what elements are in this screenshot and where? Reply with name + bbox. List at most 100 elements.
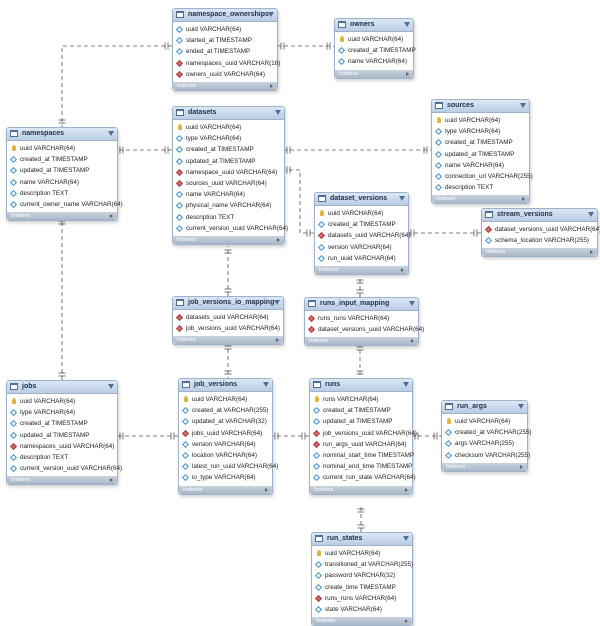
column-row[interactable]: created_at TIMESTAMP — [432, 137, 529, 148]
column-row[interactable]: updated_at VARCHAR(32) — [179, 416, 272, 427]
column-row[interactable]: version VARCHAR(64) — [179, 439, 272, 450]
column-row[interactable]: updated_at TIMESTAMP — [7, 430, 117, 441]
column-row[interactable]: runs VARCHAR(64) — [310, 394, 412, 405]
column-row[interactable]: uuid VARCHAR(64) — [315, 208, 408, 219]
table-header[interactable]: namespace_ownerships — [173, 9, 277, 22]
table-header[interactable]: run_states — [312, 533, 412, 546]
column-row[interactable]: checksum VARCHAR(255) — [442, 450, 530, 461]
column-row[interactable]: datasets_uuid VARCHAR(64) — [315, 230, 410, 241]
column-row[interactable]: type VARCHAR(64) — [7, 407, 117, 418]
table-job-versions-io-mapping[interactable]: job_versions_io_mapping datasets_uuid VAR… — [172, 296, 284, 346]
expand-arrow-icon[interactable] — [270, 83, 273, 88]
table-menu-chevron-icon[interactable] — [274, 300, 280, 305]
table-header[interactable]: job_versions — [179, 379, 272, 392]
column-row[interactable]: current_version_uuid VARCHAR(64) — [173, 223, 288, 234]
column-row[interactable]: args VARCHAR(255) — [442, 438, 527, 449]
column-row[interactable]: sources_uuid VARCHAR(64) — [173, 178, 284, 189]
indexes-bar[interactable]: Indexes — [442, 462, 527, 471]
column-row[interactable]: name VARCHAR(64) — [432, 160, 529, 171]
table-header[interactable]: dataset_versions — [315, 193, 408, 206]
column-row[interactable]: create_time TIMESTAMP — [312, 582, 412, 593]
table-header[interactable]: datasets — [173, 107, 284, 120]
table-header[interactable]: job_versions_io_mapping — [173, 297, 283, 310]
indexes-bar[interactable]: Indexes — [305, 337, 418, 346]
indexes-bar[interactable]: Indexes — [173, 235, 284, 244]
column-row[interactable]: type VARCHAR(64) — [432, 126, 529, 137]
indexes-bar[interactable]: Indexes — [7, 212, 117, 221]
column-row[interactable]: uuid VARCHAR(64) — [442, 416, 527, 427]
expand-arrow-icon[interactable] — [110, 214, 113, 219]
relationship-job-versions-io-mapping-to-job-versions[interactable] — [224, 342, 232, 378]
table-menu-chevron-icon[interactable] — [409, 301, 415, 306]
column-row[interactable]: state VARCHAR(64) — [312, 604, 412, 615]
column-row[interactable]: current_owner_name VARCHAR(64) — [7, 199, 123, 210]
table-menu-chevron-icon[interactable] — [275, 110, 281, 115]
column-row[interactable]: updated_at TIMESTAMP — [432, 149, 529, 160]
expand-arrow-icon[interactable] — [265, 487, 268, 492]
table-datasets[interactable]: datasets uuid VARCHAR(64)type VARCHAR(64)… — [172, 106, 288, 245]
column-row[interactable]: created_at TIMESTAMP — [7, 418, 117, 429]
column-row[interactable]: current_version_uuid VARCHAR(64) — [7, 463, 122, 474]
column-row[interactable]: current_run_state VARCHAR(64) — [310, 472, 416, 483]
column-row[interactable]: runs_runs VARCHAR(64) — [312, 593, 412, 604]
column-row[interactable]: password VARCHAR(32) — [312, 570, 412, 581]
expand-arrow-icon[interactable] — [406, 71, 409, 76]
indexes-bar[interactable]: Indexes — [179, 485, 272, 494]
column-row[interactable]: namespaces_uuid VARCHAR(64) — [7, 441, 117, 452]
table-menu-chevron-icon[interactable] — [403, 382, 409, 387]
indexes-bar[interactable]: Indexes — [312, 617, 412, 626]
column-row[interactable]: runs_runs VARCHAR(64) — [305, 313, 418, 324]
column-row[interactable]: datasets_uuid VARCHAR(64) — [173, 312, 283, 323]
column-row[interactable]: uuid VARCHAR(64) — [173, 122, 284, 133]
table-stream-versions[interactable]: stream_versions dataset_versions_uuid VAR… — [481, 208, 600, 258]
column-row[interactable]: job_versions_uuid VARCHAR(64) — [173, 323, 283, 334]
expand-arrow-icon[interactable] — [522, 197, 525, 202]
column-row[interactable]: nominal_start_time TIMESTAMP — [310, 450, 414, 461]
column-row[interactable]: uuid VARCHAR(64) — [179, 394, 272, 405]
indexes-bar[interactable]: Indexes — [335, 69, 413, 78]
table-menu-chevron-icon[interactable] — [108, 384, 114, 389]
column-row[interactable]: started_at TIMESTAMP — [173, 35, 277, 46]
column-row[interactable]: created_at TIMESTAMP — [335, 45, 416, 56]
column-row[interactable]: schema_location VARCHAR(255) — [482, 235, 597, 246]
column-row[interactable]: ended_at TIMESTAMP — [173, 46, 277, 57]
column-row[interactable]: created_at VARCHAR(255) — [179, 405, 272, 416]
relationship-job-versions-to-jobs[interactable] — [116, 432, 178, 440]
table-header[interactable]: runs — [310, 379, 412, 392]
column-row[interactable]: name VARCHAR(64) — [7, 177, 117, 188]
column-row[interactable]: type VARCHAR(64) — [173, 133, 284, 144]
column-row[interactable]: location VARCHAR(64) — [179, 450, 272, 461]
column-row[interactable]: uuid VARCHAR(64) — [7, 396, 117, 407]
table-header[interactable]: stream_versions — [482, 209, 597, 222]
table-header[interactable]: jobs — [7, 381, 117, 394]
table-menu-chevron-icon[interactable] — [588, 212, 594, 217]
column-row[interactable]: transitioned_at VARCHAR(255) — [312, 559, 413, 570]
column-row[interactable]: job_versions_uuid VARCHAR(64) — [310, 428, 417, 439]
table-menu-chevron-icon[interactable] — [520, 103, 526, 108]
column-row[interactable]: created_at TIMESTAMP — [310, 405, 412, 416]
column-row[interactable]: io_type VARCHAR(64) — [179, 472, 272, 483]
column-row[interactable]: uuid VARCHAR(64) — [7, 143, 117, 154]
table-menu-chevron-icon[interactable] — [268, 12, 274, 17]
column-row[interactable]: created_at TIMESTAMP — [7, 154, 117, 165]
table-menu-chevron-icon[interactable] — [404, 22, 410, 27]
indexes-bar[interactable]: Indexes — [482, 248, 597, 257]
column-row[interactable]: uuid VARCHAR(64) — [173, 24, 277, 35]
expand-arrow-icon[interactable] — [520, 464, 523, 469]
column-row[interactable]: description TEXT — [173, 212, 284, 223]
column-row[interactable]: dataset_versions_uuid VARCHAR(64) — [305, 324, 424, 335]
relationship-datasets-to-namespaces[interactable] — [116, 146, 172, 154]
table-jobs[interactable]: jobs uuid VARCHAR(64)type VARCHAR(64)crea… — [6, 380, 122, 486]
column-row[interactable]: nominal_end_time TIMESTAMP — [310, 461, 412, 472]
column-row[interactable]: dataset_versions_uuid VARCHAR(64) — [482, 224, 600, 235]
column-row[interactable]: uuid VARCHAR(64) — [312, 548, 412, 559]
indexes-bar[interactable]: Indexes — [432, 195, 529, 204]
expand-arrow-icon[interactable] — [277, 237, 280, 242]
